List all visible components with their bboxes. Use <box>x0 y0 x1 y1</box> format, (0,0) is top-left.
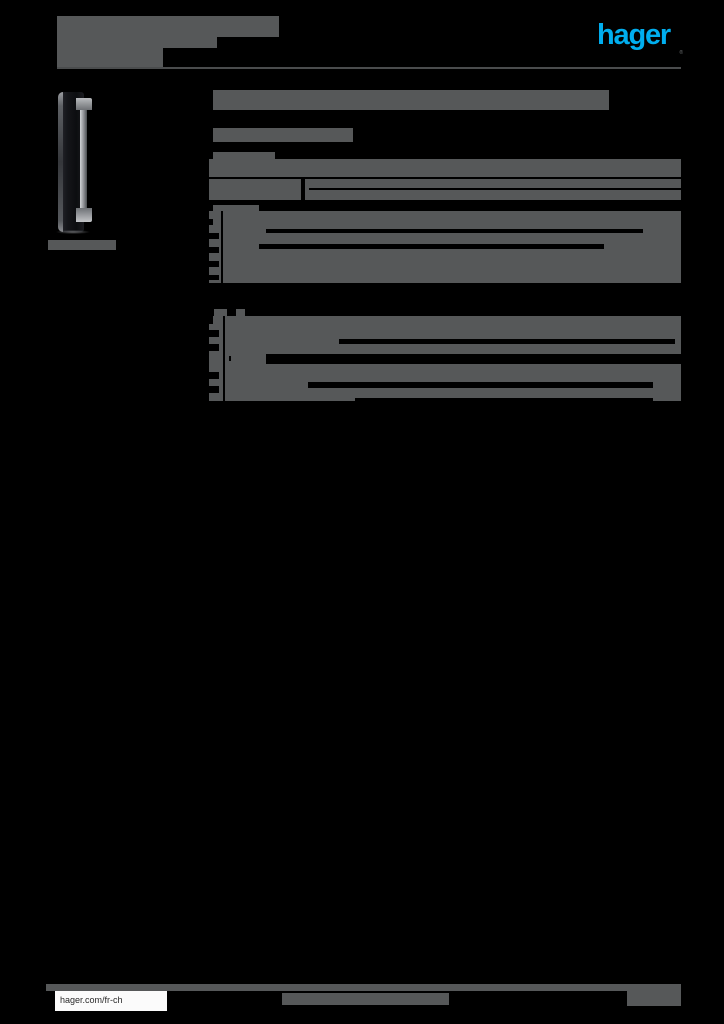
table-bullet-gap <box>209 386 219 393</box>
page-title <box>213 90 609 110</box>
table-row-gap <box>309 188 681 190</box>
table-row-gap <box>339 339 675 344</box>
table-bullet-gap <box>209 233 219 239</box>
spec-table-b <box>209 211 681 283</box>
table-column-gap <box>301 179 305 200</box>
table-bullet-gap <box>209 330 219 337</box>
product-top-bracket <box>76 98 92 110</box>
table-bullet-gap <box>209 219 213 225</box>
product-caption <box>48 240 116 250</box>
table-row-gap <box>209 177 681 179</box>
document-category <box>57 48 163 68</box>
hager-logo: hager ® <box>597 19 683 57</box>
hager-logo-text: hager <box>597 19 671 51</box>
table-c-caption <box>214 309 227 316</box>
footer-note-secondary <box>293 993 433 1000</box>
table-a-caption <box>213 152 275 160</box>
product-photo <box>46 88 124 236</box>
page-number <box>627 986 681 1006</box>
table-bullet-gap <box>209 275 219 280</box>
footer-url-text[interactable]: hager.com/fr-ch <box>60 995 123 1005</box>
table-bullet-gap <box>209 247 219 253</box>
trademark-icon: ® <box>679 50 683 56</box>
page-header: hager ® <box>0 0 724 75</box>
table-bullet-gap <box>209 372 219 379</box>
table-b-caption <box>213 205 259 212</box>
table-bullet-gap <box>229 356 231 361</box>
header-divider <box>57 67 681 69</box>
spec-table-c <box>209 316 681 403</box>
spec-table-a <box>209 159 681 200</box>
footer-divider <box>46 984 681 991</box>
product-figure <box>46 88 124 236</box>
table-column-gap <box>223 316 225 401</box>
table-row-gap <box>266 229 643 233</box>
product-front-column <box>80 108 87 210</box>
page-subtitle <box>213 128 353 142</box>
table-row-gap <box>259 244 604 249</box>
table-row-gap <box>266 354 681 364</box>
document-title <box>57 16 279 37</box>
product-shadow <box>56 230 90 234</box>
table-bullet-gap <box>209 344 219 351</box>
product-bottom-bracket <box>76 208 92 222</box>
table-c-caption-2 <box>236 309 245 316</box>
document-title-secondary <box>57 37 217 48</box>
table-row-gap <box>355 398 653 403</box>
table-bullet-gap <box>209 316 213 324</box>
table-row-gap <box>308 382 653 388</box>
table-bullet-gap <box>209 261 219 267</box>
product-left-highlight <box>58 92 63 232</box>
footer-url[interactable]: hager.com/fr-ch <box>55 991 167 1011</box>
table-column-gap <box>221 211 223 283</box>
